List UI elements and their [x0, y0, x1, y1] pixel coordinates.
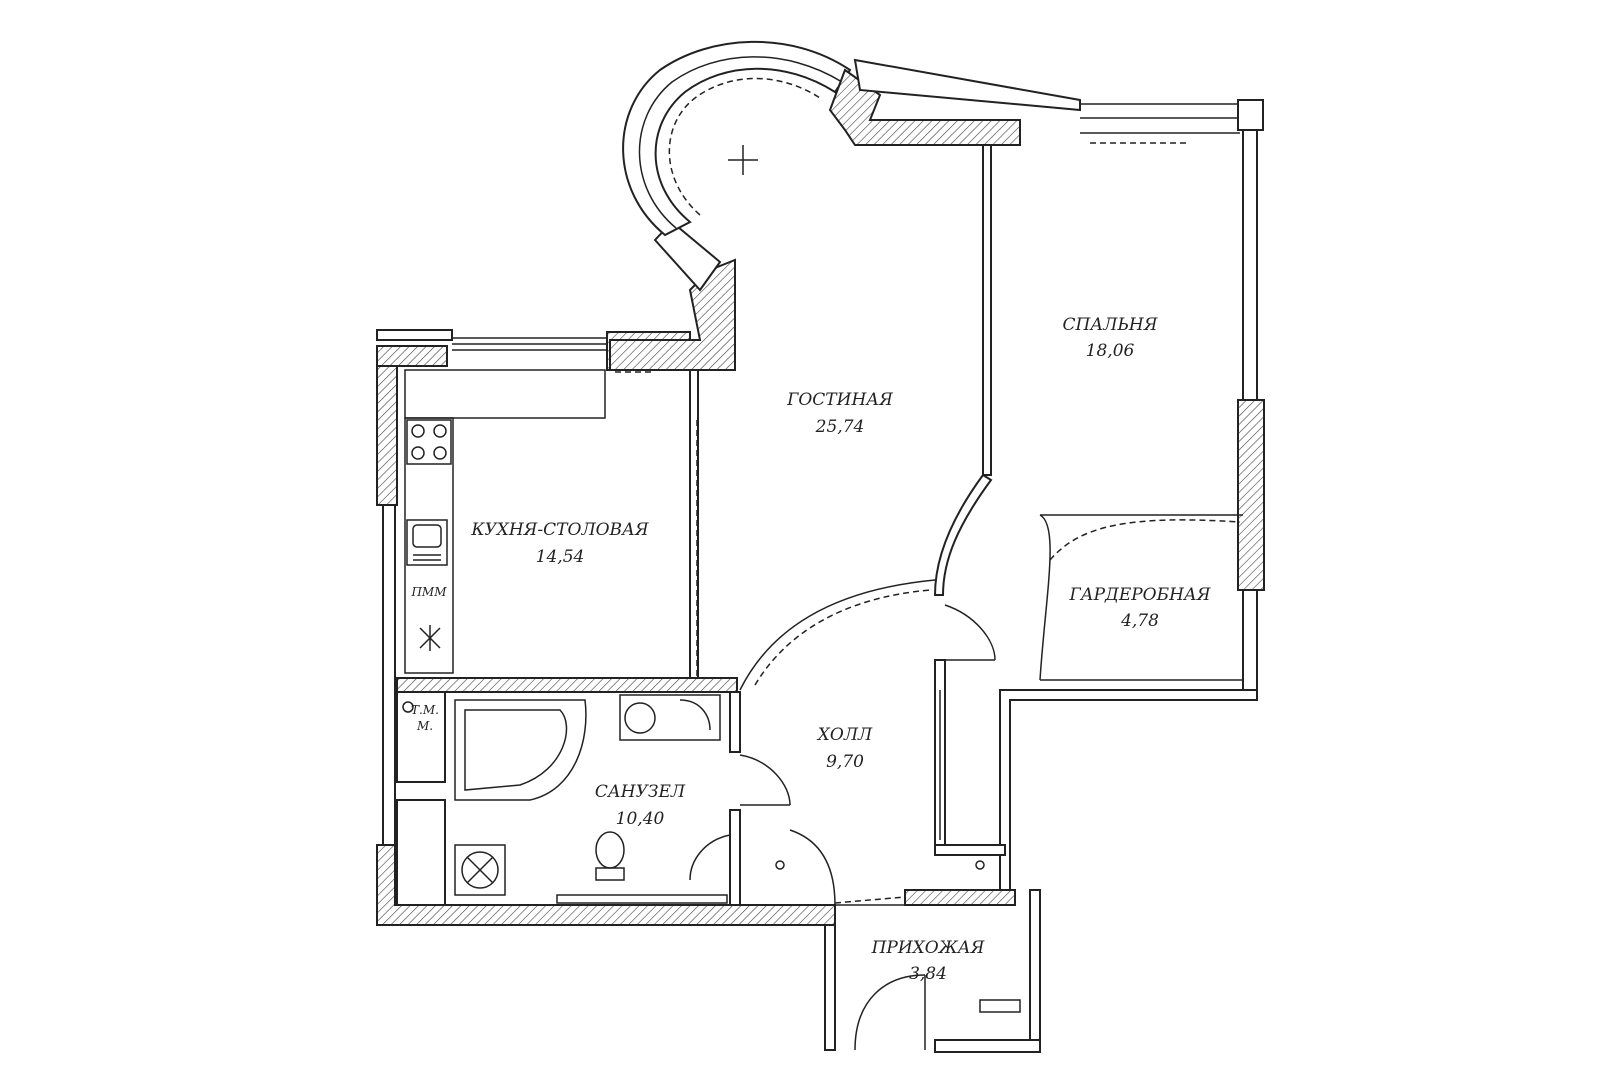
washing-machine-icon: [454, 844, 506, 896]
hall-name: ХОЛЛ: [816, 725, 873, 745]
wardrobe-area: 4,78: [1120, 611, 1159, 631]
bedroom-window: [1080, 103, 1240, 144]
kitchen-cabinet: [404, 369, 606, 419]
meter-label-2: М.: [416, 719, 433, 733]
living-name: ГОСТИНАЯ: [786, 390, 893, 410]
wardrobe-name: ГАРДЕРОБНАЯ: [1068, 585, 1210, 605]
bathroom-area: 10,40: [616, 809, 665, 829]
bathtub-icon: [454, 699, 587, 801]
kitchen-area: 14,54: [536, 547, 585, 567]
outer-walls: [376, 40, 1265, 1053]
room-labels: КУХНЯ-СТОЛОВАЯ 14,54 ГОСТИНАЯ 25,74 СПАЛ…: [470, 315, 1210, 984]
entrance-name: ПРИХОЖАЯ: [871, 938, 985, 958]
kitchen-sink-icon: [406, 519, 448, 566]
fixtures: ПММ Т.М. М.: [402, 145, 1021, 1013]
kitchen-window: [452, 337, 610, 351]
bedroom-area: 18,06: [1086, 341, 1135, 361]
bay-window: [622, 40, 852, 237]
kitchen-counter: [404, 417, 454, 674]
interior-walls: [396, 144, 1243, 1051]
kitchen-name: КУХНЯ-СТОЛОВАЯ: [470, 520, 649, 540]
toilet-icon: [595, 831, 625, 881]
entrance-area: 3,84: [909, 964, 947, 984]
bathroom-name: САНУЗЕЛ: [595, 782, 686, 802]
bedroom-name: СПАЛЬНЯ: [1063, 315, 1158, 335]
hall-area: 9,70: [826, 752, 864, 772]
dishwasher-label: ПММ: [410, 585, 447, 599]
stove-icon: [406, 419, 452, 465]
meter-cabinet: Т.М. М.: [402, 701, 439, 733]
meter-label-1: Т.М.: [411, 703, 439, 717]
fan-icon: [419, 625, 441, 651]
washbasin-icon: [619, 694, 721, 741]
living-area: 25,74: [815, 417, 865, 437]
crosshair-icon: [728, 145, 758, 175]
